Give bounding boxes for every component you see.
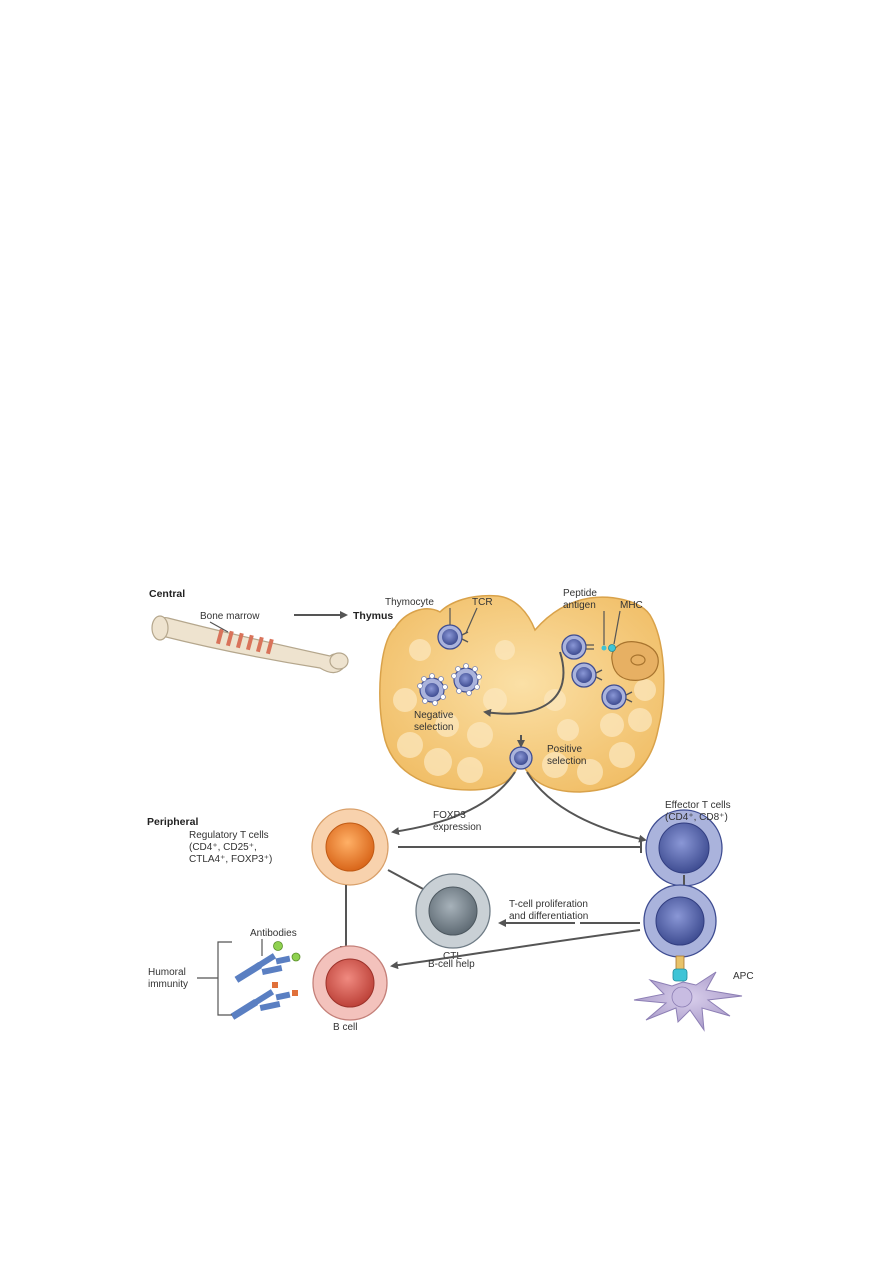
thymic-epithelial-cell xyxy=(611,641,659,681)
effector-t-cell xyxy=(645,809,723,887)
mhc-leader xyxy=(613,610,621,645)
section-peripheral: Peripheral xyxy=(147,816,198,828)
apoptotic-cell xyxy=(417,673,448,706)
foxp3-label-1: FOXP3 xyxy=(433,810,466,821)
ctl-cell xyxy=(415,873,491,949)
marrow-label-leader xyxy=(209,621,229,633)
positive-selected-thymocyte xyxy=(509,746,533,770)
peptide-antigen-label-1: Peptide xyxy=(563,588,597,599)
apc-dendritic-cell xyxy=(633,971,743,1032)
regulatory-t-cell xyxy=(311,808,389,886)
antibody-icon xyxy=(234,941,301,983)
positive-selection-label-2: selection xyxy=(547,756,586,767)
inhibition-treg-ctl xyxy=(387,869,426,891)
section-central: Central xyxy=(149,588,185,600)
effector-label-2: (CD4⁺, CD8⁺) xyxy=(665,812,728,823)
proliferation-label-2: and differentiation xyxy=(509,911,588,922)
activated-t-cell xyxy=(643,884,717,958)
humoral-label-2: immunity xyxy=(148,979,188,990)
humoral-label-1: Humoral xyxy=(148,967,186,978)
peptide-antigen-label-2: antigen xyxy=(563,600,596,611)
arrow-to-treg xyxy=(391,771,516,836)
mhc-icon xyxy=(608,644,616,652)
positive-selection-label-1: Positive xyxy=(547,744,582,755)
peptide-antigen-icon xyxy=(601,645,607,651)
thymocyte-cell xyxy=(571,662,603,688)
mhc-label: MHC xyxy=(620,600,643,611)
antibodies-label: Antibodies xyxy=(250,928,297,939)
foxp3-label-2: expression xyxy=(433,822,481,833)
apc-label: APC xyxy=(733,971,754,982)
treg-label-2: (CD4⁺, CD25⁺, xyxy=(189,842,257,853)
bcell-help-label: B-cell help xyxy=(428,959,475,970)
tcr-leader xyxy=(465,607,478,634)
arrow-bcell-help xyxy=(390,929,641,970)
effector-label-1: Effector T cells xyxy=(665,800,731,811)
thymus-label: Thymus xyxy=(353,610,393,622)
proliferation-label-1: T-cell proliferation xyxy=(509,899,588,910)
bcell-label: B cell xyxy=(333,1022,357,1033)
apoptotic-cell xyxy=(451,663,482,696)
thymocyte-cell xyxy=(437,624,469,650)
treg-label-1: Regulatory T cells xyxy=(189,830,269,841)
negative-selection-label-1: Negative xyxy=(414,710,454,721)
b-cell xyxy=(312,945,388,1021)
tcr-mhc-synapse xyxy=(672,955,688,982)
antibody-icon xyxy=(230,982,298,1020)
humoral-bracket xyxy=(217,941,232,1016)
bone-icon xyxy=(151,615,349,674)
thymocyte-cell xyxy=(561,634,594,660)
thymocyte-cell xyxy=(601,684,633,710)
arrow-to-negative-selection xyxy=(483,651,565,717)
arrow-to-effector xyxy=(526,771,647,843)
negative-selection-label-2: selection xyxy=(414,722,453,733)
tcr-label: TCR xyxy=(472,597,493,608)
bone-marrow-label: Bone marrow xyxy=(200,611,260,622)
treg-label-3: CTLA4⁺, FOXP3⁺) xyxy=(189,854,272,865)
thymocyte-label: Thymocyte xyxy=(385,597,434,608)
